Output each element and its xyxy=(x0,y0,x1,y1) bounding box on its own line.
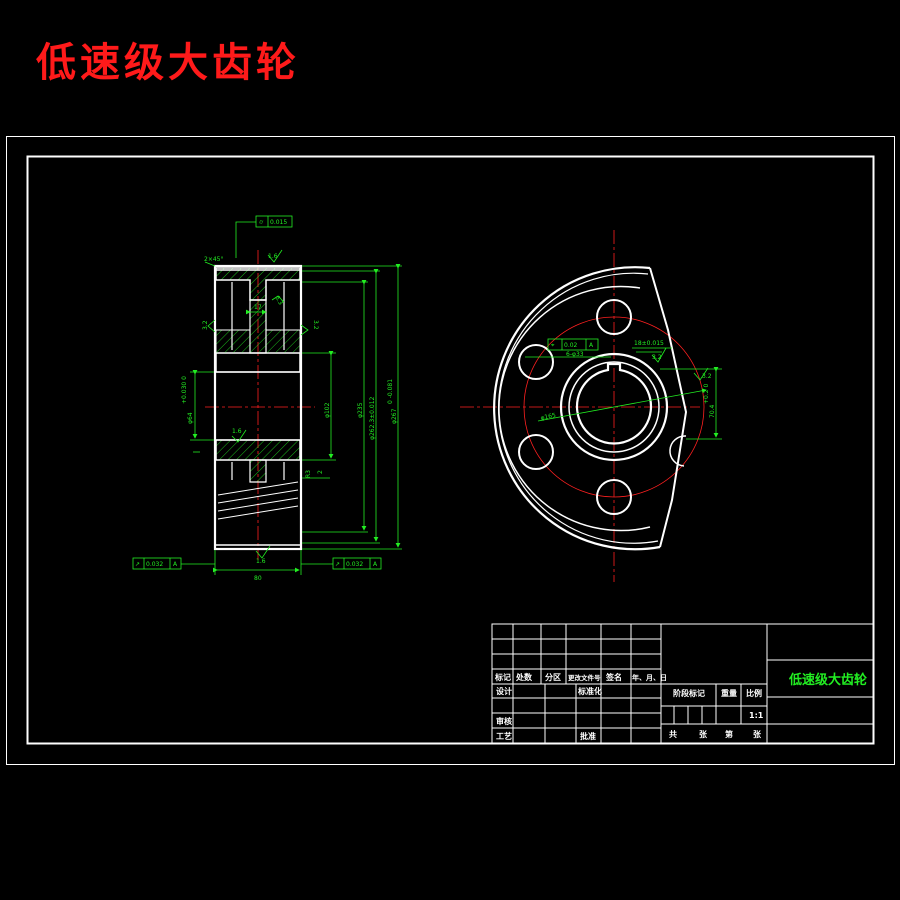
tb-standardize: 标准化 xyxy=(577,686,602,696)
flatness-tol-label: 0.015 xyxy=(270,219,287,226)
tb-scale-value: 1:1 xyxy=(749,711,764,720)
runout-right-label: 0.032 xyxy=(346,561,363,568)
title-block: 标记 处数 分区 更改文件号 签名 年、月、日 设计 标准化 审核 工艺 批准 … xyxy=(491,623,874,744)
rough-web-label: 6.3 xyxy=(273,295,284,307)
rough-top-label: 1.6 xyxy=(268,253,278,260)
runout-right-ref-label: A xyxy=(373,561,378,568)
dim-r-label: R3 xyxy=(305,470,312,478)
tb-process: 工艺 xyxy=(496,731,512,741)
side-section-view: ⌭ 0.015 2×45° 1.6 6.3 3.2 3.2 17 1.6 φ64… xyxy=(132,215,402,582)
keyway-depth-label: 70.4 xyxy=(709,404,716,418)
keyway-rough-label: 3.2 xyxy=(652,354,662,361)
rough-hub-label: 1.6 xyxy=(232,428,242,435)
tb-sheets: 张 xyxy=(699,730,708,739)
side-rough-label: 3.2 xyxy=(702,373,712,380)
runout-right-icon: ↗ xyxy=(335,561,340,568)
tb-row-label-5: 年、月、日 xyxy=(632,673,667,682)
rough-right-label: 3.2 xyxy=(312,320,319,330)
flatness-tol-icon: ⌭ xyxy=(259,219,264,226)
hole-circle-label: φ165 xyxy=(540,412,557,422)
tb-row-label-3: 更改文件号 xyxy=(568,673,601,682)
tb-sheet-unit: 张 xyxy=(753,730,762,739)
tb-design: 设计 xyxy=(496,686,512,696)
tb-sheet-no: 第 xyxy=(725,729,733,739)
position-ref-label: A xyxy=(589,342,594,349)
tb-review: 审核 xyxy=(496,716,512,726)
runout-left-icon: ↗ xyxy=(135,561,140,568)
dim-outer-label: φ267 xyxy=(391,408,398,424)
tb-approve: 批准 xyxy=(580,731,596,741)
dim-102-label: φ102 xyxy=(324,402,331,418)
tb-row-label-1: 处数 xyxy=(515,672,533,682)
tb-scale: 比例 xyxy=(746,688,762,698)
keyway-width-label: 18±0.015 xyxy=(634,340,664,347)
dim-hub-bore-sub-label: +0.030 0 xyxy=(181,376,188,404)
dim-pitch-label: φ262.3±0.012 xyxy=(369,396,376,440)
tb-row-label-4: 签名 xyxy=(605,672,622,682)
rough-left-label: 3.2 xyxy=(202,320,209,330)
chamfer-label: 2×45° xyxy=(204,256,223,263)
tb-drawing-name: 低速级大齿轮 xyxy=(788,672,867,688)
position-tol-label: 0.02 xyxy=(564,342,578,349)
tb-row-label-0: 标记 xyxy=(494,672,511,682)
rough-bottom-label: 1.6 xyxy=(256,558,266,565)
tb-row-label-2: 分区 xyxy=(545,672,561,682)
inner-frame xyxy=(26,155,875,745)
holes-label: 6-φ33 xyxy=(566,351,584,358)
tb-total: 共 xyxy=(669,729,677,739)
dim-17-label: 17 xyxy=(254,304,262,311)
tb-stage-mark: 阶段标记 xyxy=(673,688,705,698)
dim-hub-bore-label: φ64 xyxy=(187,412,194,424)
keyway-depth-sub-label: +0.2 0 xyxy=(703,384,710,404)
runout-left-label: 0.032 xyxy=(146,561,163,568)
dim-235-label: φ235 xyxy=(357,402,364,418)
page-title: 低速级大齿轮 xyxy=(36,39,300,86)
tb-weight: 重量 xyxy=(721,688,737,698)
runout-left-ref-label: A xyxy=(173,561,178,568)
position-tol-icon: ⌖ xyxy=(551,342,555,349)
outer-frame xyxy=(6,136,895,765)
dim-width-label: 80 xyxy=(254,575,262,582)
front-view: ⌖ 0.02 A 6-φ33 φ165 18±0.015 3.2 3.2 70.… xyxy=(460,230,722,582)
dim-outer-sub-label: 0 -0.081 xyxy=(387,379,394,404)
dim-2-label: 2 xyxy=(317,470,324,474)
